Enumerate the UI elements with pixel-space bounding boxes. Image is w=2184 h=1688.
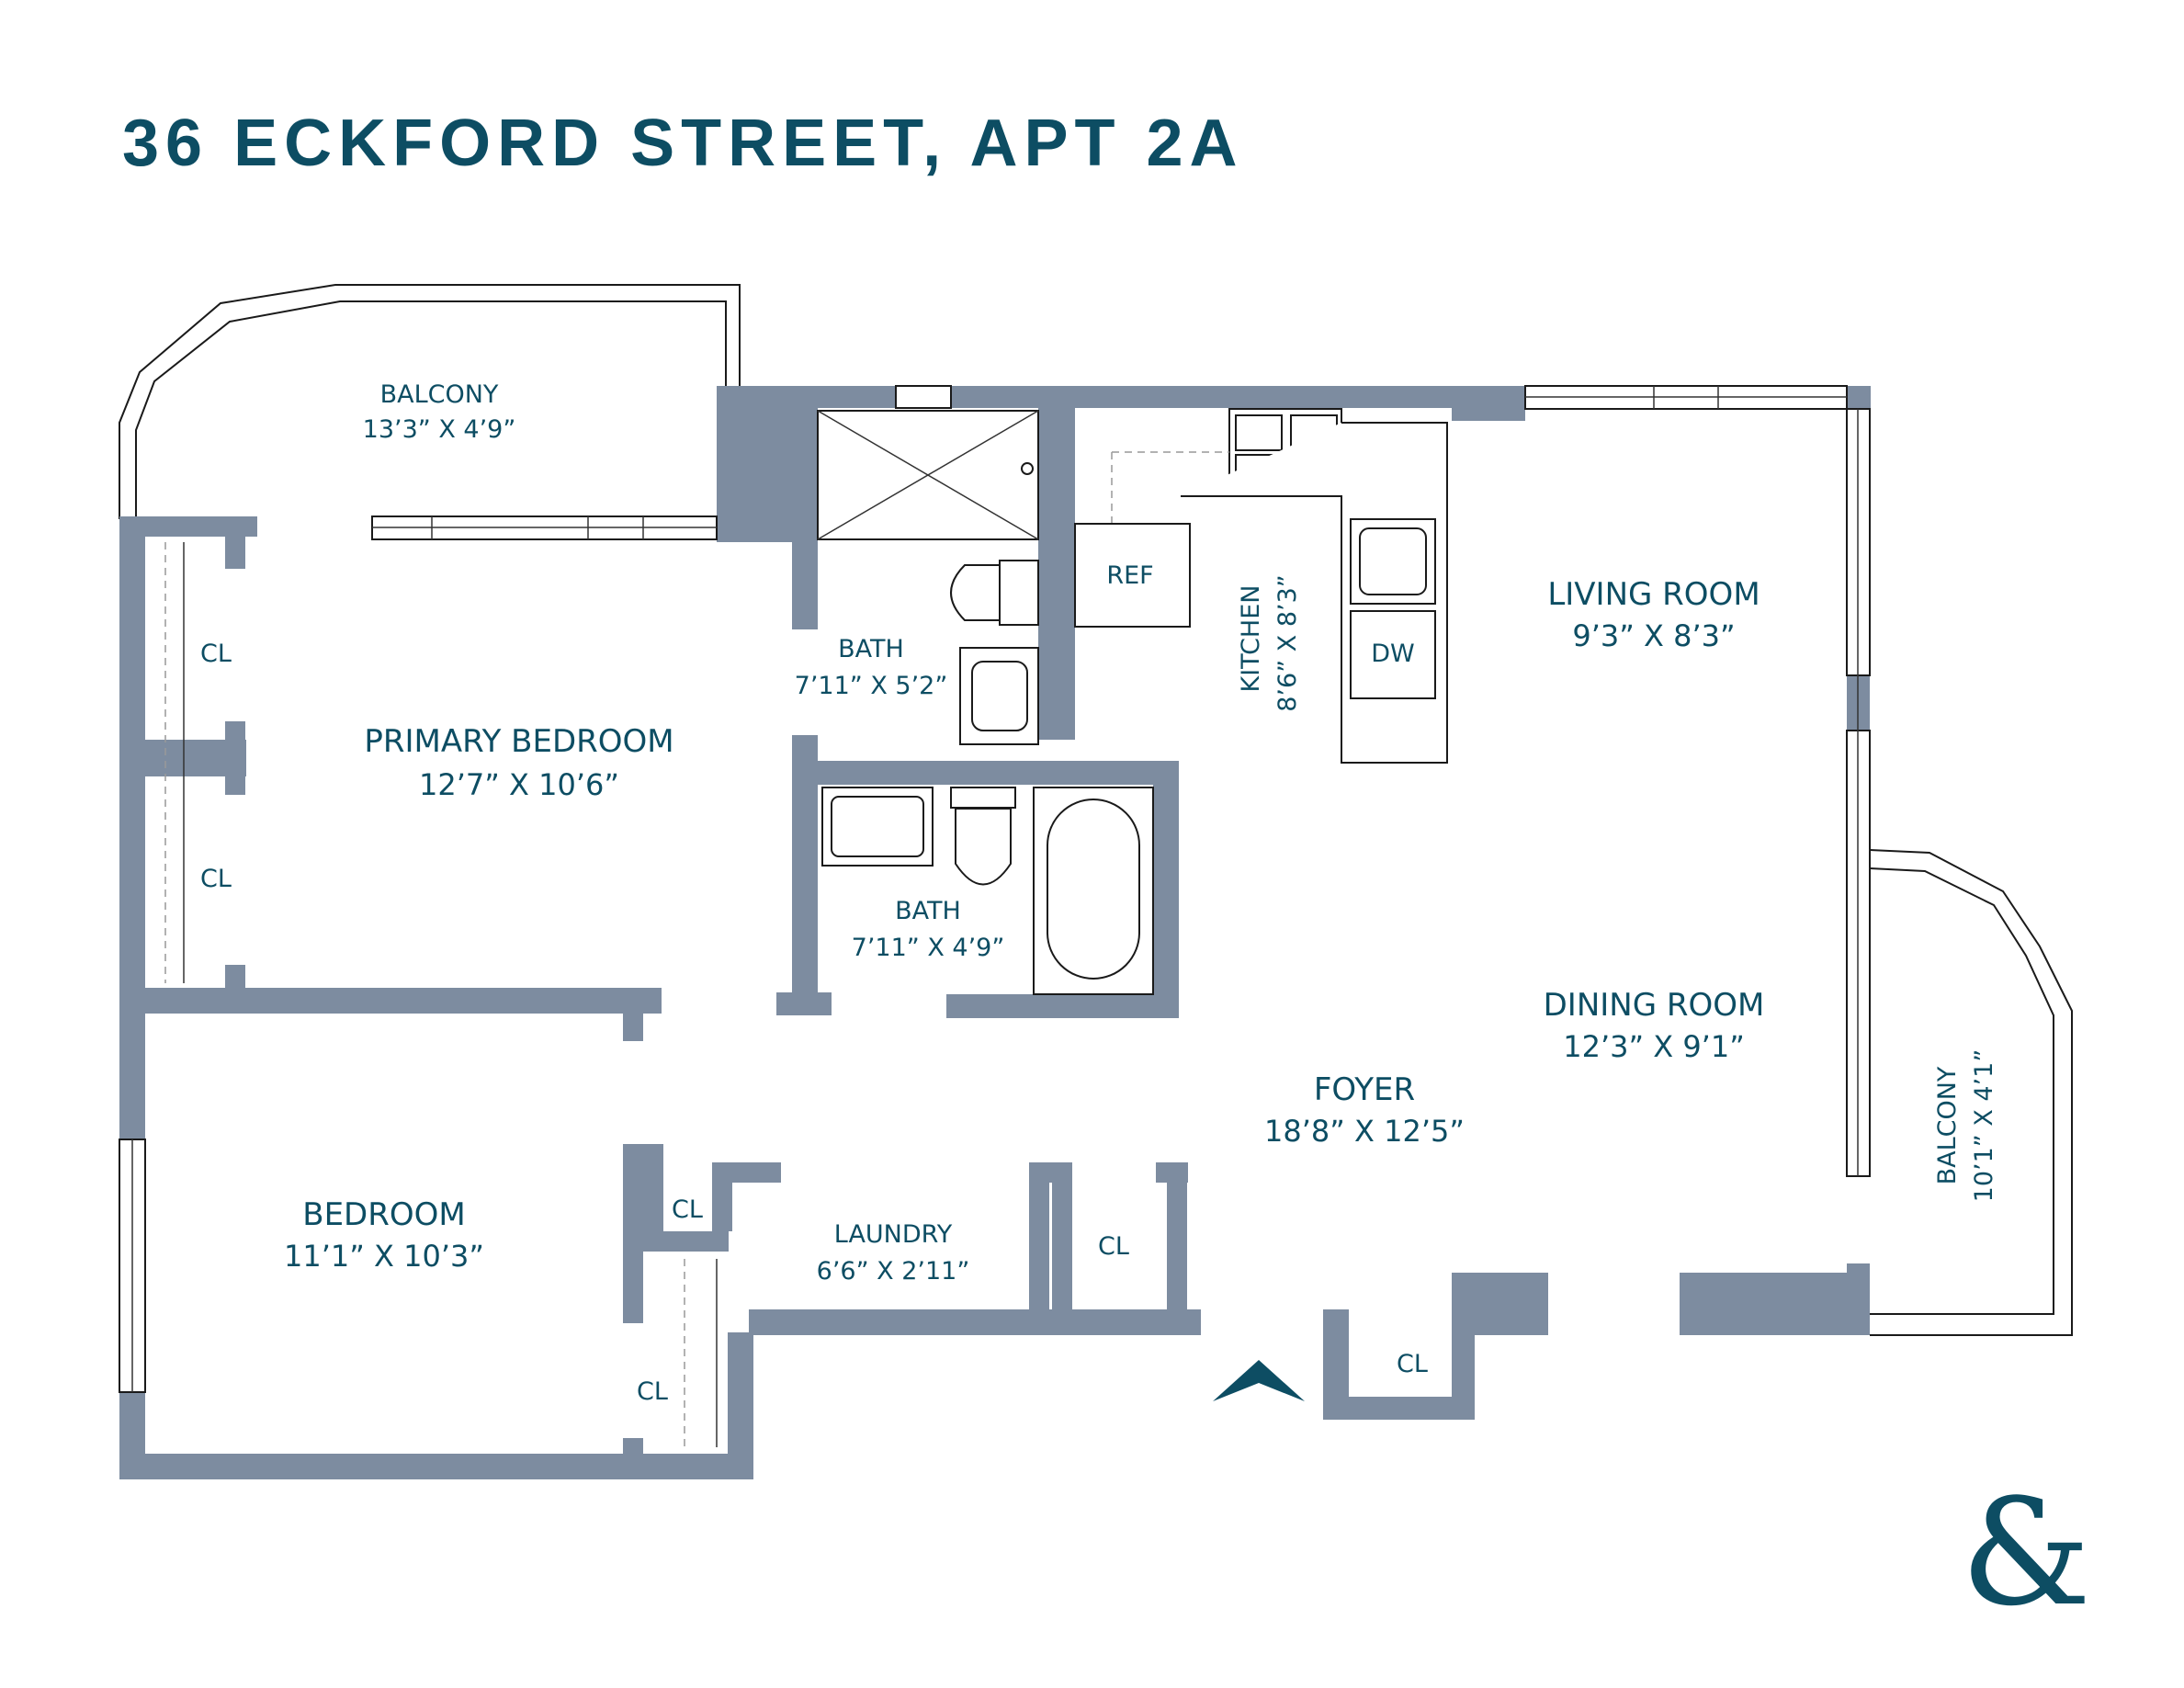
- bath-1-fixtures: [817, 410, 1039, 745]
- page-title: 36 ECKFORD STREET, APT 2A: [122, 107, 1244, 180]
- entry-arrow-icon: [1213, 1360, 1305, 1401]
- primary-bedroom-dim: 12’7” X 10’6”: [419, 767, 619, 802]
- walls: [119, 386, 1871, 1479]
- closet-label: CL: [200, 640, 232, 668]
- balcony-right-name: BALCONY: [1933, 1066, 1962, 1184]
- living-room-name: LIVING ROOM: [1547, 576, 1760, 613]
- kitchen-fixtures: [1074, 408, 1448, 764]
- kitchen-name: KITCHEN: [1237, 585, 1265, 693]
- dishwasher-label: DW: [1371, 640, 1415, 668]
- ampersand-logo-icon: &: [1961, 1467, 2091, 1638]
- room-labels: BALCONY 13’3” X 4’9” CL CL PRIMARY BEDRO…: [200, 380, 1998, 1406]
- refrigerator-label: REF: [1106, 561, 1153, 590]
- closet-label: CL: [1397, 1350, 1428, 1378]
- laundry-name: LAUNDRY: [834, 1220, 953, 1249]
- laundry-dim: 6’6” X 2’11”: [817, 1257, 970, 1286]
- living-room-dim: 9’3” X 8’3”: [1572, 618, 1735, 653]
- bedroom-dim: 11’1” X 10’3”: [284, 1239, 484, 1274]
- closet-label: CL: [672, 1195, 703, 1224]
- foyer-dim: 18’8” X 12’5”: [1264, 1114, 1465, 1149]
- bath-1-dim: 7’11” X 5’2”: [795, 672, 948, 700]
- balcony-top-outline: [119, 284, 741, 519]
- balcony-right-dim: 10’1” X 4’1”: [1970, 1049, 1998, 1203]
- primary-bedroom-name: PRIMARY BEDROOM: [364, 723, 673, 760]
- closet-label: CL: [637, 1377, 668, 1406]
- bath-1-name: BATH: [838, 635, 904, 663]
- windows: [119, 385, 1871, 1447]
- balcony-top-dim: 13’3” X 4’9”: [363, 415, 516, 444]
- balcony-right-outline: [1869, 849, 2073, 1336]
- closet-label: CL: [1098, 1232, 1129, 1261]
- dining-room-dim: 12’3” X 9’1”: [1563, 1029, 1745, 1064]
- dining-room-name: DINING ROOM: [1544, 987, 1765, 1024]
- bedroom-name: BEDROOM: [302, 1196, 465, 1233]
- bath-2-name: BATH: [895, 897, 961, 925]
- kitchen-dim: 8’6” X 8’3”: [1273, 574, 1302, 712]
- foyer-name: FOYER: [1314, 1071, 1415, 1108]
- bath-2-fixtures: [821, 787, 1154, 995]
- closet-label: CL: [200, 865, 232, 893]
- bath-2-dim: 7’11” X 4’9”: [852, 934, 1005, 962]
- balcony-top-name: BALCONY: [380, 380, 499, 409]
